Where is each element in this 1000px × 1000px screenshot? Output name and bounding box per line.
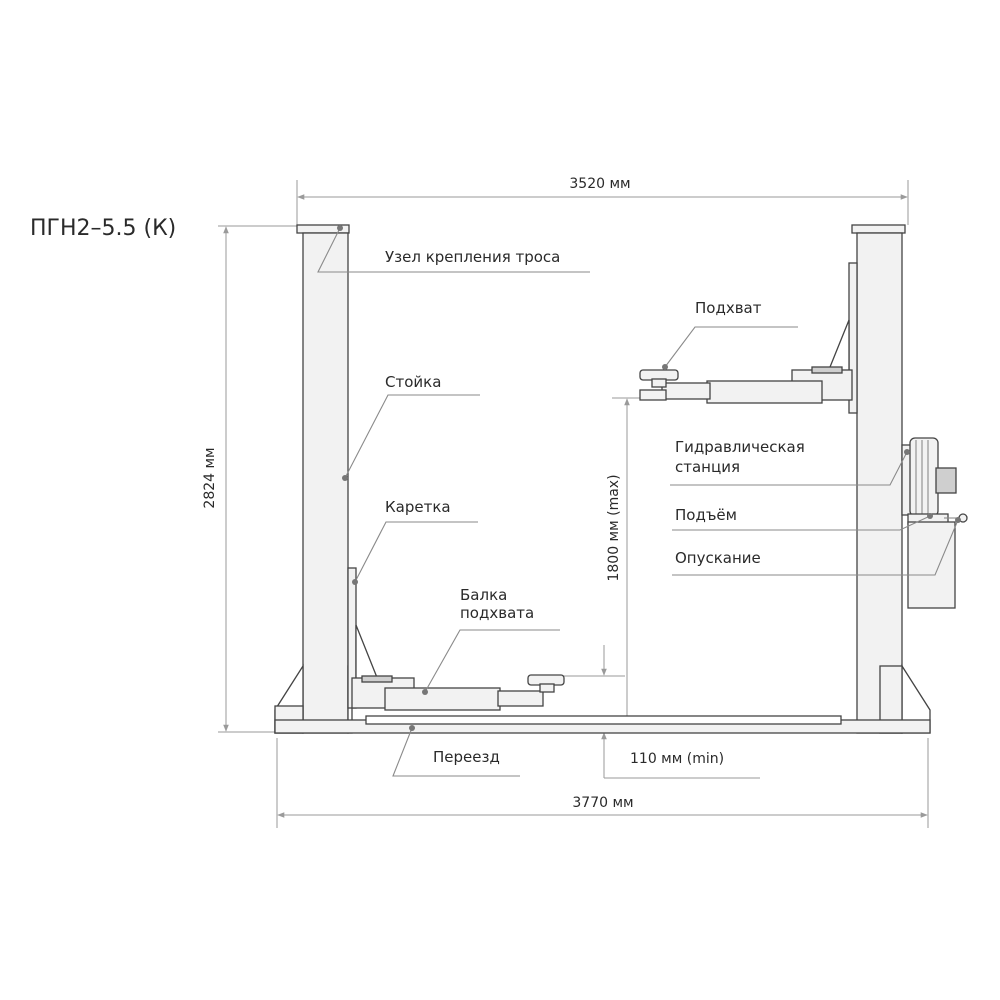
dim-total-width: 3770 мм: [572, 795, 633, 811]
dim-max-lift: 1800 мм (max): [606, 474, 622, 581]
label-carriage: Каретка: [385, 498, 451, 516]
hydraulic-station: [901, 437, 968, 609]
label-hydraulic-line1: Гидравлическая: [675, 438, 805, 456]
model-title: ПГН2–5.5 (К): [30, 216, 176, 241]
right-column: [639, 224, 931, 734]
label-pillar: Стойка: [385, 373, 441, 391]
left-column: [274, 224, 565, 734]
label-hydraulic-line2: станция: [675, 458, 740, 476]
label-raise: Подъём: [675, 506, 737, 524]
dim-min-height: 110 мм (min): [630, 751, 724, 767]
leader-lines: [317, 225, 961, 777]
label-ramp: Переезд: [433, 748, 500, 766]
label-cable-mount: Узел крепления троса: [385, 248, 560, 266]
label-lower: Опускание: [675, 549, 761, 567]
dim-height: 2824 мм: [202, 447, 218, 508]
dimension-lines: [218, 180, 929, 828]
label-beam-line1: Балка: [460, 586, 507, 604]
dim-inner-width: 3520 мм: [569, 176, 630, 192]
label-pickup: Подхват: [695, 299, 762, 317]
label-beam-line2: подхвата: [460, 604, 534, 622]
base-plate: [274, 715, 931, 734]
